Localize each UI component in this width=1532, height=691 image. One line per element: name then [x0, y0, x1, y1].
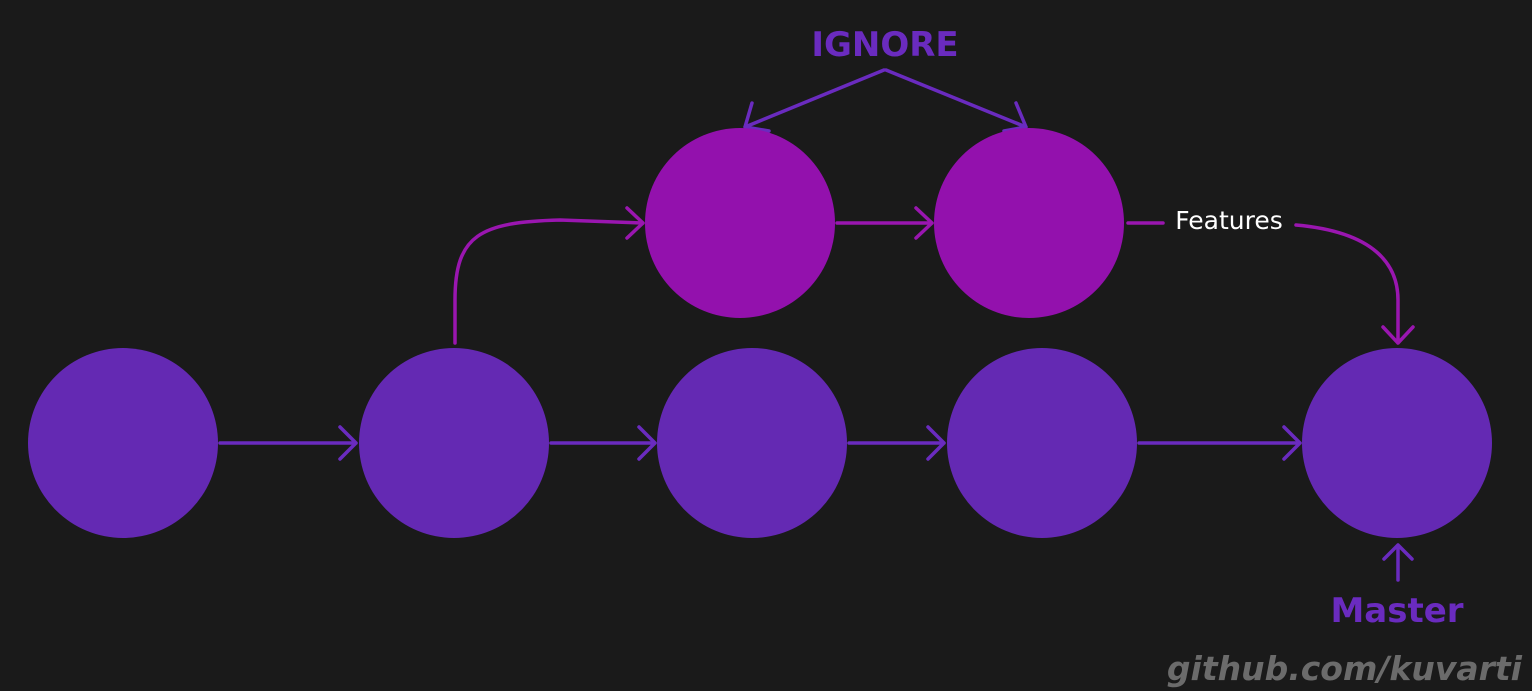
master-commit-node[interactable]	[28, 348, 218, 538]
edge-f1-f2	[835, 206, 934, 240]
edge-m1-m2	[218, 425, 358, 461]
feature-edges	[453, 206, 1415, 345]
master-commit-node[interactable]	[657, 348, 847, 538]
master-head-node[interactable]	[1302, 348, 1492, 538]
ignore-label: IGNORE	[811, 25, 958, 65]
ignore-arrows	[743, 68, 1028, 133]
edge-m2-f1	[453, 206, 645, 345]
feature-nodes	[645, 128, 1124, 318]
master-commit-node[interactable]	[359, 348, 549, 538]
master-nodes	[28, 348, 1492, 538]
edge-m2-m3	[549, 425, 657, 461]
ignore-arrow-left	[743, 68, 886, 133]
master-pointer-arrow	[1382, 543, 1414, 582]
ignore-arrow-right	[884, 68, 1028, 133]
edge-features-to-m5	[1294, 223, 1415, 345]
master-edges	[218, 425, 1302, 461]
watermark-text: github.com/kuvarti	[1167, 649, 1523, 688]
master-commit-node[interactable]	[947, 348, 1137, 538]
master-label: Master	[1330, 591, 1463, 631]
feature-commit-node[interactable]	[645, 128, 835, 318]
edge-m4-m5	[1137, 425, 1302, 461]
features-label: Features	[1175, 206, 1283, 235]
feature-commit-node[interactable]	[934, 128, 1124, 318]
edge-m3-m4	[847, 425, 946, 461]
